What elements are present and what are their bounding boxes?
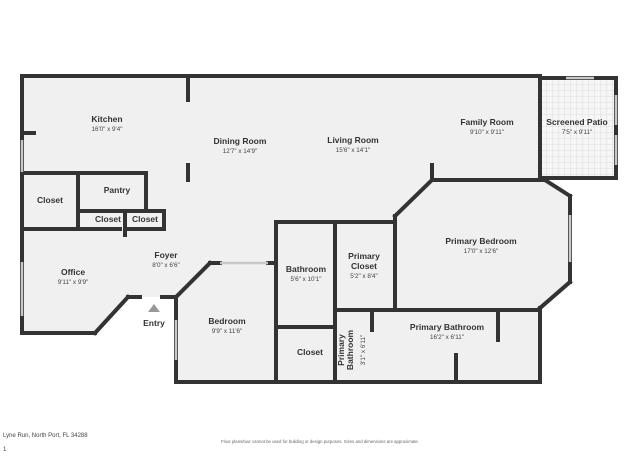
room-name: Bathroom xyxy=(345,329,355,370)
entry-arrow-icon xyxy=(148,304,160,312)
room-name-dining-room: Dining Room xyxy=(214,136,267,146)
room-labels: Kitchen 16'0" x 9'4" Dining Room 12'7" x 14… xyxy=(37,114,608,370)
room-name-closet-mid-2: Closet xyxy=(132,214,158,224)
room-name-closet-left: Closet xyxy=(37,195,63,205)
room-name-bathroom: Bathroom xyxy=(286,264,327,274)
room-dimensions-office: 9'11" x 9'9" xyxy=(58,279,89,286)
room-name-closet-mid-1: Closet xyxy=(95,214,121,224)
windows xyxy=(20,76,618,360)
room-dimensions-foyer: 8'0" x 6'6" xyxy=(152,262,180,269)
room-dimensions-bedroom: 9'9" x 11'6" xyxy=(212,328,243,335)
room-name-pantry: Pantry xyxy=(104,185,131,195)
room-name-primary-bedroom: Primary Bedroom xyxy=(445,236,517,246)
room-dimensions-primary-bedroom: 17'0" x 12'6" xyxy=(464,248,499,255)
room-name-closet-bottom: Closet xyxy=(297,347,323,357)
patio-grid xyxy=(540,78,616,178)
room-name-primary-closet: Closet xyxy=(351,261,377,271)
room-name-kitchen: Kitchen xyxy=(91,114,122,124)
room-name-foyer: Foyer xyxy=(154,250,178,260)
room-name-primary-closet: Primary xyxy=(348,251,380,261)
room-name-living-room: Living Room xyxy=(327,135,379,145)
floor-area xyxy=(22,76,572,382)
room-dimensions-primary-closet: 5'2" x 8'4" xyxy=(350,273,378,280)
room-dimensions: 3'1" x 6'11" xyxy=(360,335,367,366)
address-text: Lyne Run, North Port, FL 34288 xyxy=(3,433,88,439)
room-dimensions-living-room: 15'6" x 14'1" xyxy=(336,147,371,154)
room-name-primary-bathroom: Primary Bathroom xyxy=(410,322,485,332)
room-name-office: Office xyxy=(61,267,85,277)
room-name-bedroom: Bedroom xyxy=(208,316,246,326)
room-dimensions-kitchen: 16'0" x 9'4" xyxy=(91,126,122,133)
page-number: 1 xyxy=(3,447,7,453)
room-dimensions-screened-patio: 7'5" x 9'11" xyxy=(562,129,593,136)
room-name: Primary xyxy=(336,334,346,366)
room-dimensions-dining-room: 12'7" x 14'9" xyxy=(223,148,258,155)
room-name-screened-patio: Screened Patio xyxy=(546,117,607,127)
room-name-family-room: Family Room xyxy=(460,117,514,127)
room-dimensions-family-room: 9'10" x 9'11" xyxy=(470,129,504,136)
disclaimer-text: Floor plans/tour cannot be used for buil… xyxy=(220,439,419,444)
room-dimensions-primary-bathroom: 16'2" x 6'11" xyxy=(430,334,464,341)
room-dimensions-bathroom: 5'6" x 10'1" xyxy=(290,276,321,283)
entry-label: Entry xyxy=(143,318,165,328)
